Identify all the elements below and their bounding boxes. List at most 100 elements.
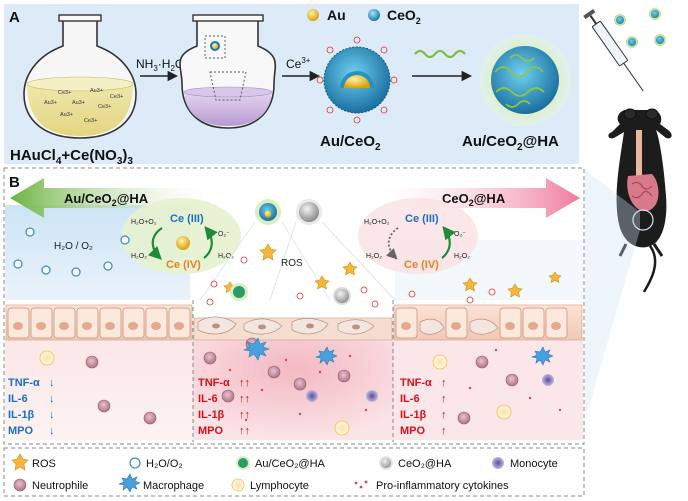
legend-macrophage-icon: [117, 473, 141, 493]
ceo2-legend-label: CeO2: [387, 7, 421, 26]
svg-text:Ce3+: Ce3+: [110, 94, 123, 100]
cycle-left-out1: O₂⁻: [218, 231, 230, 238]
lumen-charges: [206, 256, 496, 308]
svg-text:Au3+: Au3+: [90, 88, 103, 94]
epithelium-right: [393, 304, 583, 341]
markers-left: TNF-α↓ IL-6↓ IL-1β↓ MPO↓: [8, 377, 55, 437]
legend-monocyte-label: Monocyte: [510, 458, 558, 470]
cycle-left-arrow-down: [147, 227, 163, 260]
svg-text:Ce3+: Ce3+: [98, 104, 111, 110]
cycle-right-out1: O₂⁻: [454, 231, 466, 238]
svg-text:↑: ↑: [441, 409, 447, 421]
monocytes: [306, 374, 554, 402]
tissue-left: [5, 338, 193, 440]
cycle-left-in2: H₂O₂: [131, 253, 147, 260]
au-legend-icon: [307, 9, 319, 21]
legend-neutrophil-label: Neutrophile: [32, 480, 88, 492]
legend-cytokine-icon: [354, 480, 368, 489]
cycle-right-in2: H₂O₂: [366, 253, 382, 260]
svg-text:MPO: MPO: [8, 425, 34, 437]
markers-middle: TNF-α↑↑ IL-6↑↑ IL-1β↑↑ MPO↑↑: [198, 377, 250, 437]
lymphocytes: [39, 350, 512, 436]
cycle-left-arrow-up: [203, 225, 218, 259]
cycle-right-arrow-down: [386, 227, 399, 260]
cycle-left-au-core: [176, 236, 190, 250]
flask-ion-labels: Ce3+ Au3+ Ce3+ Au3+ Au3+ Ce3+ Au3+ Ce3+: [44, 88, 123, 124]
injected-particles: [614, 8, 666, 48]
legend-monocyte-icon: [492, 457, 504, 469]
svg-text:MPO: MPO: [198, 425, 224, 437]
tissue-right: [393, 338, 583, 440]
reagent-ammonia-label: NH3·H2O: [136, 57, 184, 73]
label-au-ceo2-ha: Au/CeO2@HA: [462, 133, 559, 153]
zoom-callout: [585, 170, 640, 420]
au-ceo2-nanoparticle: [323, 46, 391, 114]
svg-text:TNF-α: TNF-α: [8, 377, 40, 389]
svg-text:↑↑: ↑↑: [239, 409, 250, 421]
svg-text:↑↑: ↑↑: [239, 393, 250, 405]
legend-au-ceo2-ha-label: Au/CeO₂@HA: [255, 458, 326, 470]
au-ceo2-ha-nanoparticle: [479, 34, 571, 126]
ceo2-legend-icon: [368, 9, 380, 21]
cycle-right-ce3: Ce (III): [405, 213, 439, 225]
legend-neutrophil-icon: [13, 478, 27, 492]
legend-water-icon: [129, 457, 141, 469]
legend-ros-label: ROS: [32, 458, 56, 470]
svg-text:IL-6: IL-6: [198, 393, 218, 405]
label-precursors: HAuCl4+Ce(NO3)3: [10, 147, 133, 167]
svg-text:↑: ↑: [441, 377, 447, 389]
round-flask-precursor: [23, 14, 137, 139]
svg-text:↑↑: ↑↑: [239, 425, 250, 437]
legend-frame: [3, 447, 585, 497]
legend-ceo2-ha-icon: [379, 456, 393, 470]
neutrophils: [85, 337, 519, 425]
legend-ceo2-ha-label: CeO₂@HA: [398, 458, 452, 470]
surface-charges: [316, 36, 398, 124]
svg-text:IL-6: IL-6: [400, 393, 420, 405]
svg-text:↓: ↓: [49, 409, 55, 421]
cycle-left-out2: H₂O₂: [218, 253, 234, 260]
svg-text:Au3+: Au3+: [60, 112, 73, 118]
round-flask-reaction: [179, 14, 277, 129]
svg-text:MPO: MPO: [400, 425, 426, 437]
markers-right: TNF-α↑ IL-6↑ IL-1β↑ MPO↑: [400, 377, 447, 437]
legend-lymphocyte-label: Lymphocyte: [250, 480, 309, 492]
reagent-cerium-label: Ce3+: [286, 56, 311, 71]
cytokine-dots: [228, 348, 562, 422]
svg-text:IL-1β: IL-1β: [400, 409, 427, 421]
epithelium-middle: [193, 316, 393, 341]
cycle-right-arrow-up: [441, 225, 456, 259]
left-arrow-label: Au/CeO2@HA: [64, 191, 149, 208]
cycle-left-ce4: Ce (IV): [166, 259, 201, 271]
svg-text:↓: ↓: [49, 425, 55, 437]
syringe-icon: [583, 8, 644, 92]
ros-stars: [223, 243, 562, 298]
legend-lymphocyte-icon: [231, 478, 245, 492]
top-ceo2-ha: [299, 202, 319, 222]
water-oxygen-label: H₂O / O₂: [54, 241, 93, 252]
svg-text:IL-6: IL-6: [8, 393, 28, 405]
svg-text:↓: ↓: [49, 377, 55, 389]
svg-text:↑↑: ↑↑: [239, 377, 250, 389]
ros-label: ROS: [281, 258, 303, 269]
svg-text:Au3+: Au3+: [44, 100, 57, 106]
svg-text:Ce3+: Ce3+: [84, 118, 97, 124]
legend-ros-icon: [11, 453, 29, 471]
epithelium-left: [5, 304, 193, 341]
svg-text:Ce3+: Ce3+: [58, 90, 71, 96]
right-arrow-label: CeO2@HA: [442, 191, 506, 208]
svg-text:Au3+: Au3+: [72, 100, 85, 106]
legend-water-label: H₂O/O₂: [146, 458, 183, 470]
lumen-ceo2-ha: [333, 287, 351, 305]
svg-text:TNF-α: TNF-α: [198, 377, 230, 389]
water-bubbles: [13, 227, 130, 277]
svg-text:↑: ↑: [441, 393, 447, 405]
mouse-illustration: [608, 108, 672, 293]
tissue-middle: [193, 338, 393, 440]
svg-text:IL-1β: IL-1β: [8, 409, 35, 421]
hyaluronic-acid-chain: [414, 49, 466, 59]
panel-b-letter: B: [9, 174, 20, 191]
cycle-right-ce4: Ce (IV): [404, 259, 439, 271]
svg-text:↑: ↑: [441, 425, 447, 437]
